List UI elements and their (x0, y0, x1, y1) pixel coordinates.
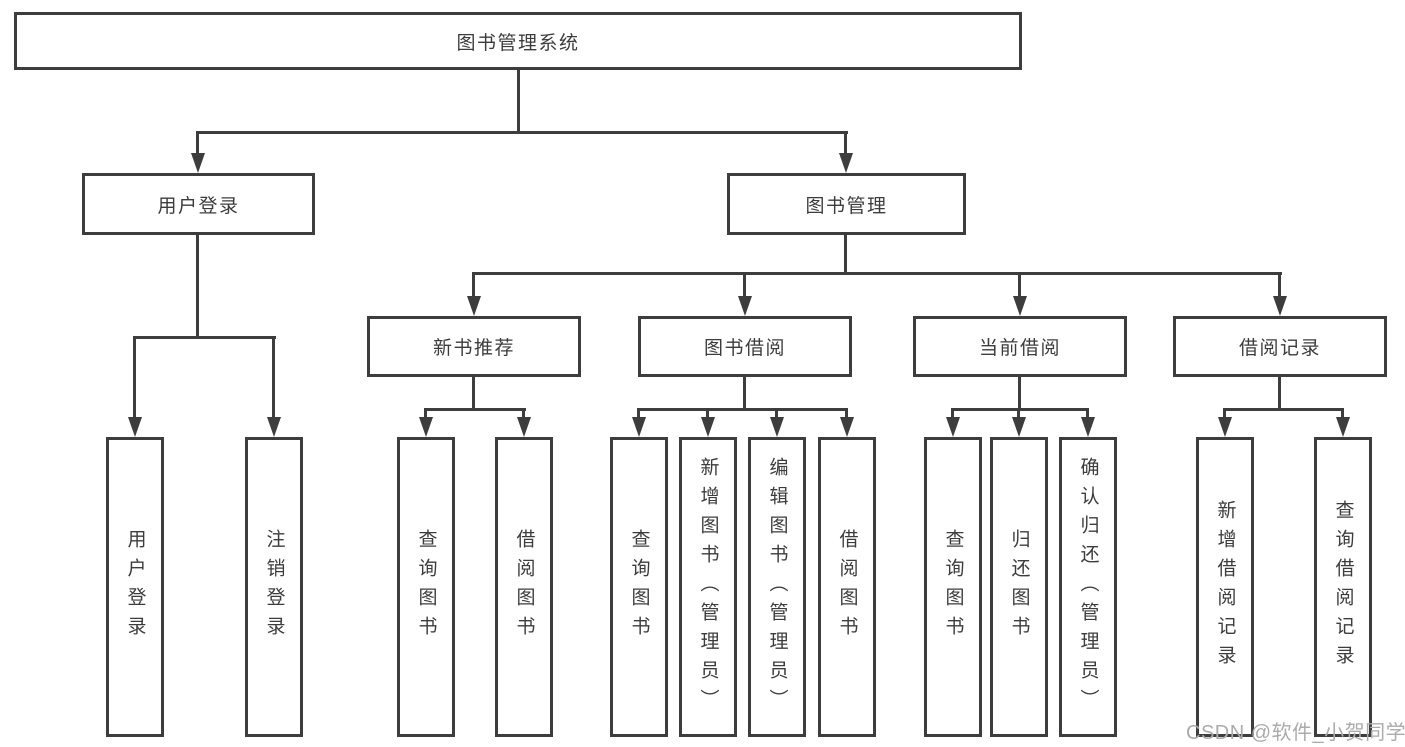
node-book-borrow: 图书借阅 (638, 316, 852, 377)
leaf-confirm-return-admin: 确认归还（管理员） (1059, 437, 1117, 737)
leaf-user-login-label: 用户登录 (124, 529, 146, 645)
connector-current-borrow-stem (1018, 377, 1021, 408)
arrowhead-down-icon (840, 417, 854, 437)
arrowhead-down-icon (267, 417, 281, 437)
arrowhead-down-icon (701, 417, 715, 437)
connector-drop (1223, 408, 1226, 417)
node-book-management-label: 图书管理 (805, 195, 888, 217)
node-new-book-recommend: 新书推荐 (367, 316, 581, 377)
leaf-return-books: 归还图书 (990, 437, 1048, 737)
connector-book-borrow-stem (743, 377, 746, 408)
leaf-query-books-recommend: 查询图书 (397, 437, 455, 737)
leaf-borrow-books-recommend: 借阅图书 (495, 437, 553, 737)
connector-drop (522, 408, 525, 417)
connector-root-hbar (197, 131, 848, 134)
connector-borrow-records-hbar (1224, 408, 1344, 411)
leaf-add-borrow-record-label: 新增借阅记录 (1214, 500, 1236, 674)
node-new-book-recommend-label: 新书推荐 (432, 338, 515, 359)
connector-current-borrow-hbar (952, 408, 1089, 411)
node-book-borrow-label: 图书借阅 (703, 338, 786, 359)
arrowhead-down-icon (1081, 417, 1095, 437)
node-book-management: 图书管理 (727, 173, 966, 235)
connector-drop-book-borrow (743, 272, 746, 296)
leaf-edit-books-admin: 编辑图书（管理员） (748, 437, 806, 737)
connector-drop (775, 408, 778, 417)
arrowhead-down-icon (839, 153, 853, 173)
connector-drop-user-login (196, 131, 199, 156)
connector-drop (706, 408, 709, 417)
connector-book-management-hbar (473, 272, 1282, 275)
arrowhead-down-icon (946, 417, 960, 437)
arrowhead-down-icon (1218, 417, 1232, 437)
leaf-query-borrow-record: 查询借阅记录 (1314, 437, 1372, 737)
leaf-logout: 注销登录 (245, 437, 303, 737)
node-user-login: 用户登录 (82, 173, 315, 235)
connector-book-management-stem (844, 235, 847, 272)
node-user-login-label: 用户登录 (157, 195, 240, 217)
arrowhead-down-icon (1336, 417, 1350, 437)
arrowhead-down-icon (1273, 296, 1287, 316)
leaf-borrow-books-recommend-label: 借阅图书 (513, 529, 535, 645)
connector-drop-book-management (844, 131, 847, 156)
leaf-logout-label: 注销登录 (263, 529, 285, 645)
leaf-user-login: 用户登录 (106, 437, 164, 737)
connector-drop-borrow-records (1278, 272, 1281, 296)
connector-drop (637, 408, 640, 417)
arrowhead-down-icon (517, 417, 531, 437)
arrowhead-down-icon (770, 417, 784, 437)
arrowhead-down-icon (632, 417, 646, 437)
leaf-query-books-borrow: 查询图书 (610, 437, 668, 737)
arrowhead-down-icon (1012, 417, 1026, 437)
node-borrow-records-label: 借阅记录 (1238, 338, 1321, 359)
connector-drop-new-book (472, 272, 475, 296)
connector-drop (951, 408, 954, 417)
leaf-add-books-admin-label: 新增图书（管理员） (697, 456, 719, 718)
connector-book-borrow-hbar (638, 408, 848, 411)
connector-drop (1086, 408, 1089, 417)
leaf-borrow-books: 借阅图书 (818, 437, 876, 737)
leaf-query-books-current: 查询图书 (924, 437, 982, 737)
node-current-borrow-label: 当前借阅 (978, 338, 1061, 359)
leaf-borrow-books-label: 借阅图书 (836, 529, 858, 645)
arrowhead-down-icon (191, 153, 205, 173)
connector-new-book-hbar (425, 408, 526, 411)
leaf-edit-books-admin-label: 编辑图书（管理员） (766, 456, 788, 718)
connector-drop-current-borrow (1018, 272, 1021, 296)
leaf-return-books-label: 归还图书 (1008, 529, 1030, 645)
connector-drop (424, 408, 427, 417)
arrowhead-down-icon (467, 296, 481, 316)
connector-drop (845, 408, 848, 417)
leaf-query-books-borrow-label: 查询图书 (628, 529, 650, 645)
node-root-label: 图书管理系统 (456, 32, 580, 54)
node-current-borrow: 当前借阅 (913, 316, 1127, 377)
connector-user-login-hbar (134, 336, 276, 339)
arrowhead-down-icon (738, 296, 752, 316)
arrowhead-down-icon (128, 417, 142, 437)
arrowhead-down-icon (1013, 296, 1027, 316)
connector-borrow-records-stem (1278, 377, 1281, 408)
connector-drop (1017, 408, 1020, 417)
connector-drop-leaf-logout (272, 336, 275, 417)
csdn-watermark: CSDN @软件_小贺同学 (1186, 722, 1405, 744)
leaf-query-books-recommend-label: 查询图书 (415, 529, 437, 645)
node-borrow-records: 借阅记录 (1173, 316, 1387, 377)
leaf-confirm-return-admin-label: 确认归还（管理员） (1077, 456, 1099, 718)
arrowhead-down-icon (419, 417, 433, 437)
connector-new-book-stem (472, 377, 475, 408)
leaf-add-borrow-record: 新增借阅记录 (1196, 437, 1254, 737)
leaf-add-books-admin: 新增图书（管理员） (679, 437, 737, 737)
leaf-query-borrow-record-label: 查询借阅记录 (1332, 500, 1354, 674)
connector-drop-leaf-user-login (133, 336, 136, 417)
connector-drop (1341, 408, 1344, 417)
leaf-query-books-current-label: 查询图书 (942, 529, 964, 645)
connector-user-login-stem (196, 235, 199, 336)
connector-root-stem (517, 70, 520, 131)
node-root: 图书管理系统 (14, 12, 1022, 70)
